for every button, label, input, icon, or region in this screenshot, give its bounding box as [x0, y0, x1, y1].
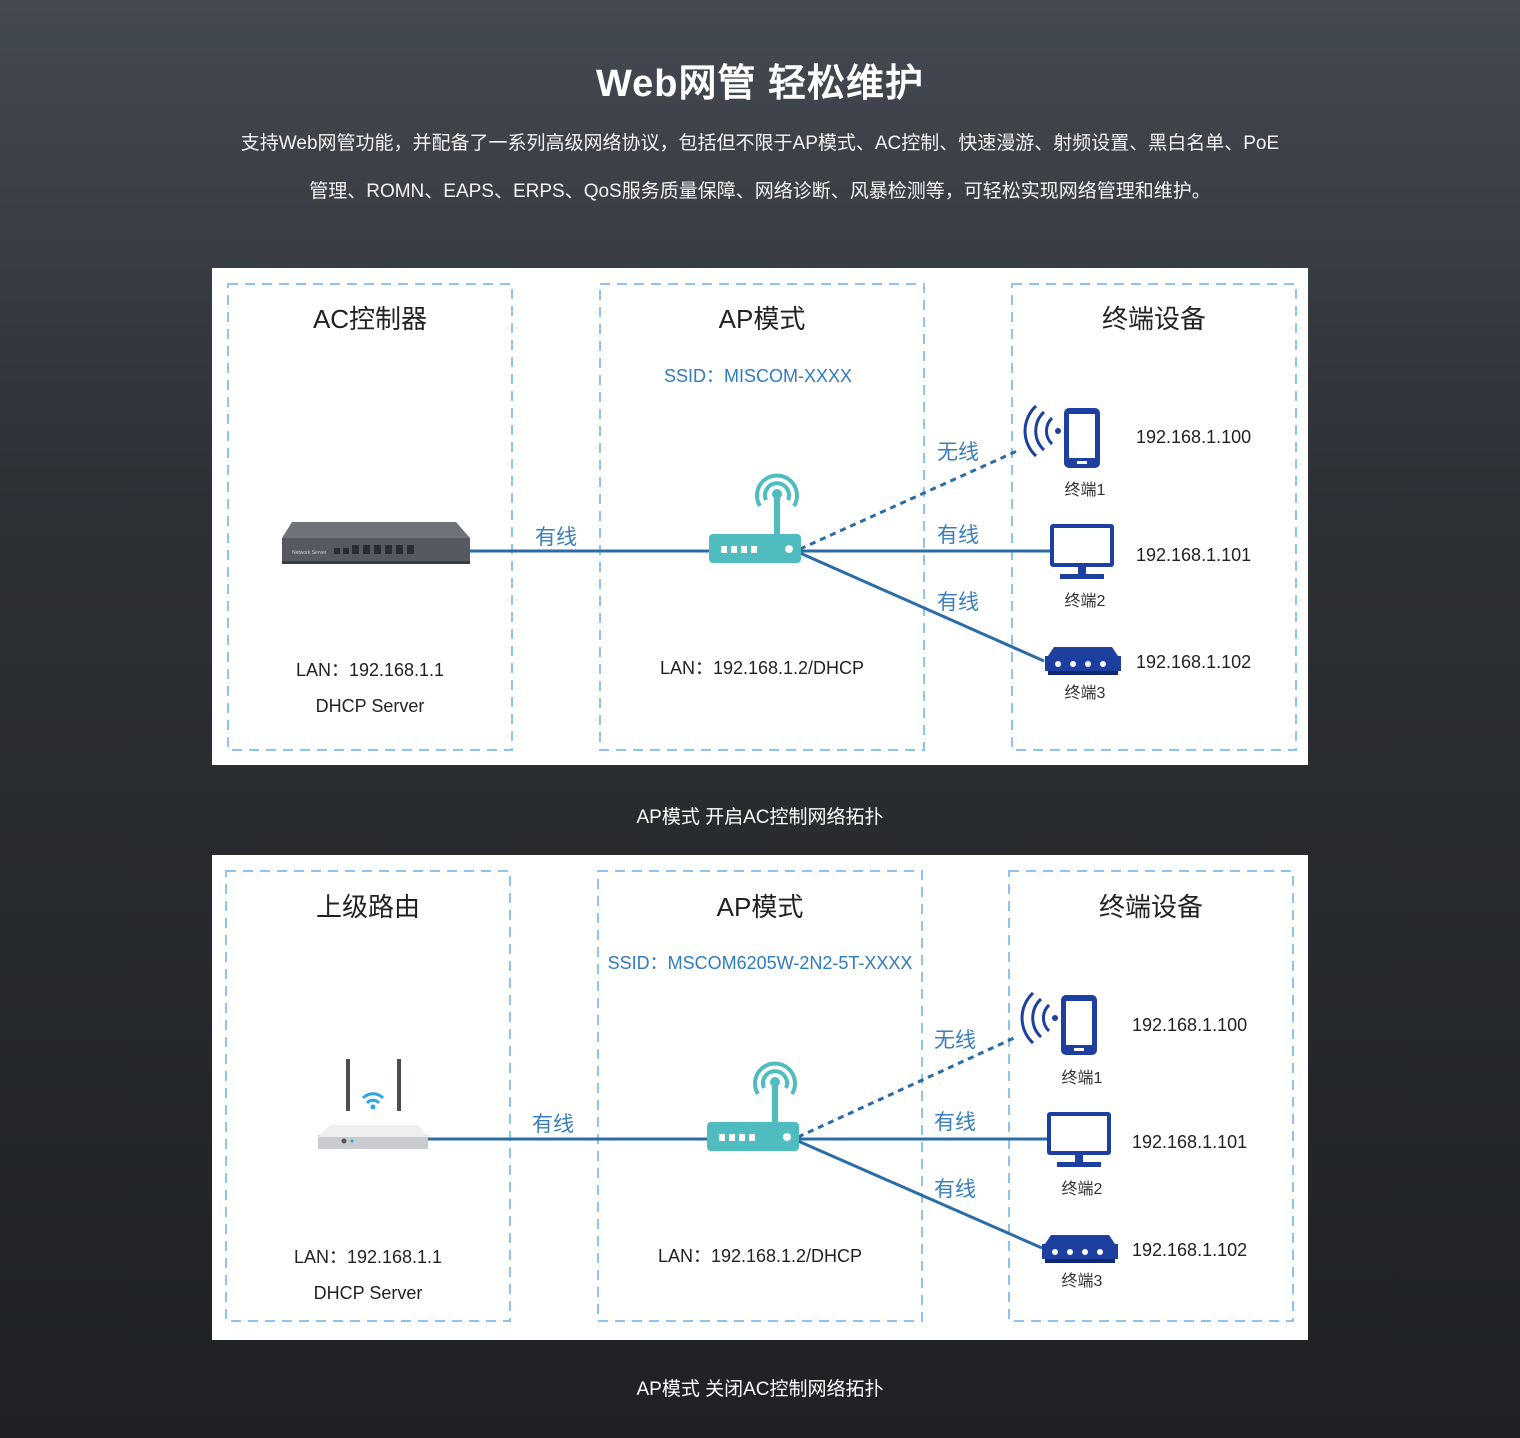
ac-lan-label: LAN：192.168.1.1	[296, 660, 444, 680]
description-line-1: 支持Web网管功能，并配备了一系列高级网络协议，包括但不限于AP模式、AC控制、…	[240, 133, 1280, 154]
column-title-terminals: 终端设备	[1102, 304, 1206, 334]
ssid-label: SSID：MSCOM6205W-2N2-5T-XXXX	[608, 953, 913, 973]
column-title-ac-controller: AC控制器	[313, 304, 427, 334]
wired-link-terminal3	[797, 1139, 1043, 1250]
terminal3-ip: 192.168.1.102	[1136, 652, 1251, 672]
column-box-right	[1008, 870, 1294, 1322]
link-label-wireless: 无线	[934, 1029, 976, 1052]
terminal1-ip: 192.168.1.100	[1132, 1015, 1247, 1035]
link-label-wired-3: 有线	[934, 1178, 976, 1201]
router-dhcp-label: DHCP Server	[314, 1283, 423, 1303]
column-box-left	[225, 870, 511, 1322]
diagram1-caption: AP模式 开启AC控制网络拓扑	[636, 807, 884, 828]
link-label-wireless: 无线	[937, 441, 979, 464]
link-label-wired-main: 有线	[535, 526, 577, 549]
monitor-icon	[1050, 524, 1114, 579]
router-icon	[318, 1059, 428, 1149]
ap-lan-label: LAN：192.168.1.2/DHCP	[660, 658, 864, 678]
column-box-middle	[597, 870, 923, 1322]
column-box-left	[227, 283, 513, 751]
link-label-wired-main: 有线	[532, 1113, 574, 1136]
terminal1-label: 终端1	[1062, 1069, 1103, 1087]
wired-link-terminal3	[799, 551, 1045, 663]
ssid-label: SSID：MISCOM-XXXX	[664, 366, 852, 386]
link-label-wired-3: 有线	[937, 591, 979, 614]
terminal3-label: 终端3	[1062, 1272, 1103, 1290]
switch-icon	[1045, 647, 1121, 675]
topology-diagram-ac-on: AC控制器 AP模式 终端设备 SSID：MISCOM-XXXX 有线 无线 有…	[212, 268, 1308, 765]
column-box-middle	[599, 283, 925, 751]
page-title: Web网管 轻松维护	[595, 63, 925, 105]
svg-text:Network Server: Network Server	[292, 550, 327, 556]
terminal1-label: 终端1	[1065, 481, 1106, 499]
ac-controller-device-icon: Network Server	[282, 522, 470, 564]
ap-lan-label: LAN：192.168.1.2/DHCP	[658, 1246, 862, 1266]
router-lan-label: LAN：192.168.1.1	[294, 1247, 442, 1267]
terminal2-ip: 192.168.1.101	[1132, 1132, 1247, 1152]
terminal2-ip: 192.168.1.101	[1136, 545, 1251, 565]
terminal1-ip: 192.168.1.100	[1136, 427, 1251, 447]
link-label-wired-2: 有线	[934, 1111, 976, 1134]
diagram2-caption: AP模式 关闭AC控制网络拓扑	[636, 1379, 884, 1400]
description-line-2: 管理、ROMN、EAPS、ERPS、QoS服务质量保障、网络诊断、风暴检测等，可…	[309, 181, 1211, 202]
terminal3-label: 终端3	[1065, 684, 1106, 702]
terminal2-label: 终端2	[1065, 592, 1106, 610]
column-box-right	[1011, 283, 1297, 751]
phone-icon	[1020, 991, 1097, 1055]
access-point-icon	[707, 1061, 799, 1151]
switch-icon	[1042, 1235, 1118, 1263]
monitor-icon	[1047, 1112, 1111, 1167]
terminal3-ip: 192.168.1.102	[1132, 1240, 1247, 1260]
wireless-link	[799, 449, 1018, 551]
column-title-terminals: 终端设备	[1099, 892, 1203, 922]
wireless-link	[797, 1036, 1015, 1139]
ac-dhcp-label: DHCP Server	[316, 696, 425, 716]
phone-icon	[1023, 404, 1100, 468]
column-title-ap-mode: AP模式	[719, 304, 806, 334]
topology-diagram-ac-off: 上级路由 AP模式 终端设备 SSID：MSCOM6205W-2N2-5T-XX…	[212, 855, 1308, 1340]
terminal2-label: 终端2	[1062, 1180, 1103, 1198]
access-point-icon	[709, 473, 801, 563]
column-title-upstream-router: 上级路由	[316, 892, 420, 922]
column-title-ap-mode: AP模式	[717, 892, 804, 922]
link-label-wired-2: 有线	[937, 524, 979, 547]
